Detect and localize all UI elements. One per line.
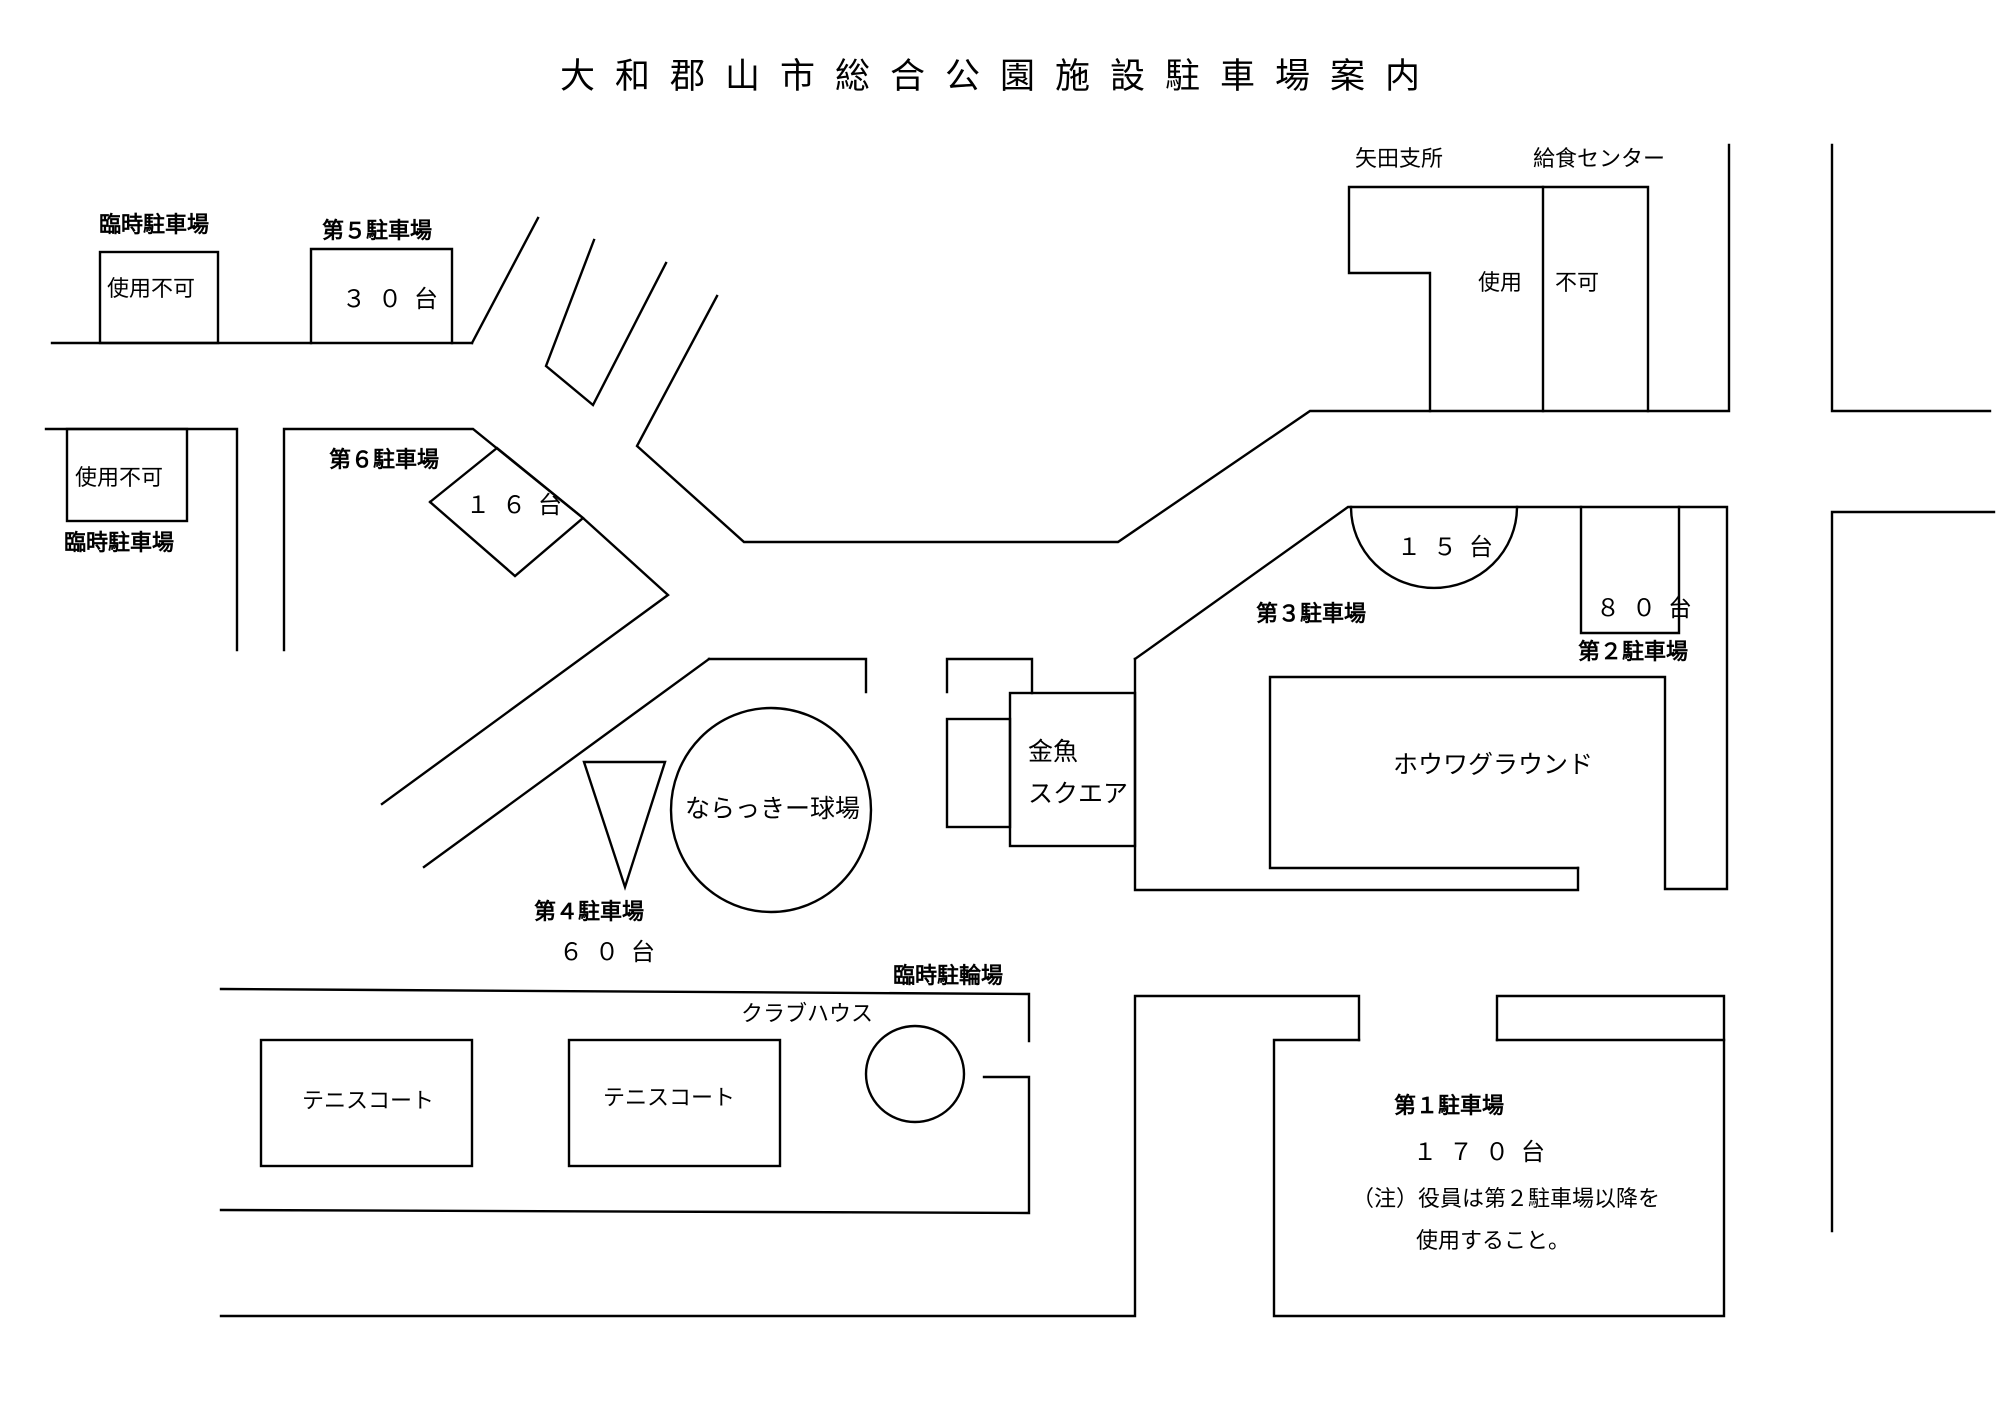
parking-5-count: ３０台 [342, 285, 450, 313]
parking-4-marker[interactable] [582, 760, 667, 891]
tennis-court-1[interactable] [259, 1038, 474, 1168]
road-edge [470, 216, 540, 345]
parking-6-name: 第６駐車場 [329, 448, 440, 473]
unusable-label-mid-left: 使用不可 [75, 466, 164, 491]
yata-branch-building[interactable] [1347, 185, 1650, 413]
tennis-court-2-label: テニスコート [603, 1086, 736, 1111]
parking-6-lot[interactable] [428, 446, 585, 578]
parking-1-count: １７０台 [1413, 1138, 1557, 1166]
road-edge [219, 987, 1031, 1043]
tennis-court-2[interactable] [567, 1038, 782, 1168]
lunch-center-label: 給食センター [1533, 147, 1666, 172]
kingyo-label-line2: スクエア [1028, 779, 1129, 808]
parking-2-lot[interactable] [1579, 505, 1681, 635]
road-edge [544, 238, 668, 407]
road-edge [1830, 143, 1992, 413]
parking-3-name: 第３駐車場 [1256, 602, 1367, 627]
road-edge [282, 427, 670, 806]
parking-2-count: ８０台 [1596, 594, 1704, 622]
bicycle-parking-label: 臨時駐輪場 [893, 964, 1004, 989]
clubhouse-label: クラブハウス [741, 1002, 874, 1027]
parking-1-name: 第１駐車場 [1394, 1094, 1505, 1119]
parking-1-lot[interactable] [1495, 994, 1726, 1042]
parking-6-count: １６台 [466, 491, 574, 519]
parking-1-lot[interactable] [1272, 1038, 1726, 1318]
kingyo-square-annex [945, 717, 1012, 829]
clubhouse-building[interactable] [864, 1024, 966, 1124]
parking-2-name: 第２駐車場 [1578, 640, 1689, 665]
road-edge [219, 1075, 1031, 1215]
unusable-label-top-left: 使用不可 [107, 277, 196, 302]
parking-4-name: 第４駐車場 [534, 900, 645, 925]
baseball-field-label: ならっきー球場 [685, 794, 861, 823]
road-edge [219, 994, 1361, 1318]
note-line1: （注）役員は第２駐車場以降を [1352, 1187, 1661, 1212]
temp-parking-label-top-left: 臨時駐車場 [99, 213, 210, 238]
yata-branch-label: 矢田支所 [1355, 147, 1444, 172]
unusable-label-right: 不可 [1555, 271, 1600, 296]
road-edge [422, 657, 711, 869]
parking-area-edge [707, 657, 868, 694]
road-edge [1133, 657, 1580, 892]
temp-parking-lot-mid-left[interactable] [65, 427, 189, 523]
map-title: 大和郡山市総合公園施設駐車場案内 [560, 57, 1441, 97]
temp-parking-lot-top-left[interactable] [98, 250, 220, 345]
narakki-baseball-field[interactable] [669, 706, 873, 914]
parking-5-lot[interactable] [309, 247, 454, 345]
kingyo-square-building[interactable] [1008, 691, 1137, 848]
parking-4-count: ６０台 [559, 938, 667, 966]
road-edge [635, 143, 1731, 544]
kingyo-square-edge [945, 657, 1034, 695]
parking-3-count: １５台 [1397, 533, 1505, 561]
road-edge [1830, 510, 1996, 1233]
ground-label: ホウワグラウンド [1393, 750, 1594, 779]
note-line2: 使用すること。 [1416, 1229, 1571, 1254]
kingyo-label-line1: 金魚 [1028, 737, 1079, 766]
tennis-court-1-label: テニスコート [302, 1089, 435, 1114]
parking-5-name: 第５駐車場 [322, 219, 433, 244]
road-edge [1133, 505, 1729, 891]
usage-label: 使用 [1478, 271, 1523, 296]
parking-3-lot[interactable] [1349, 505, 1519, 590]
temp-parking-label-mid-left: 臨時駐車場 [64, 531, 175, 556]
